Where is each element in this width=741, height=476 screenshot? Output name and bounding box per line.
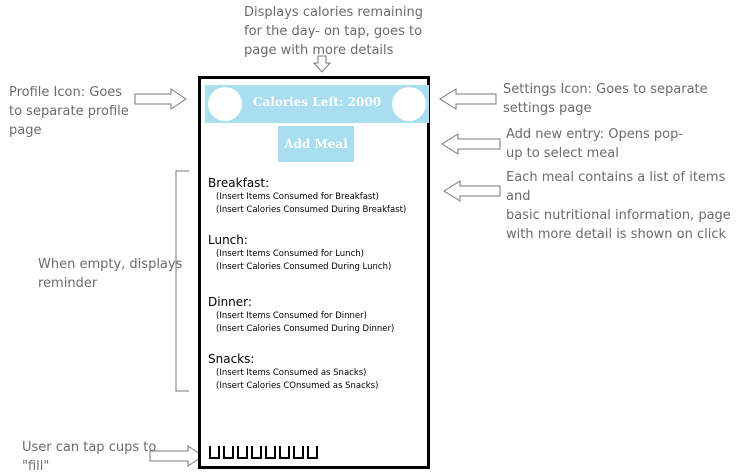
water-cup-icon[interactable] [307,446,318,459]
arrow-right-icon [149,445,204,467]
water-cup-icon[interactable] [223,446,234,459]
water-cup-icon[interactable] [237,446,248,459]
meal-title: Breakfast: [208,176,270,190]
water-cups [209,446,318,459]
arrow-left-icon [439,88,497,110]
meal-title: Snacks: [208,352,255,366]
meal-section-snacks[interactable]: Snacks: (Insert Items Consumed as Snacks… [208,351,378,392]
meal-title: Lunch: [208,233,248,247]
meal-calories: (Insert Calories COnsumed as Snacks) [216,380,379,391]
annotation-water-cups: User can tap cups to "fill" [22,440,157,474]
meal-items: (Insert Items Consumed for Breakfast) [216,192,379,202]
meal-list-bracket [175,170,189,392]
annotation-meal-detail: Each meal contains a list of items and b… [506,170,731,242]
profile-icon[interactable] [208,87,242,121]
calories-left-label[interactable]: Calories Left: 2000 [252,95,382,109]
arrow-right-icon [134,88,187,110]
annotation-calories-remaining: Displays calories remaining for the day-… [244,5,424,58]
water-cup-icon[interactable] [293,446,304,459]
annotation-empty-reminder: When empty, displays reminder [38,257,183,291]
meal-section-breakfast[interactable]: Breakfast: (Insert Items Consumed for Br… [208,175,406,216]
annotation-settings-icon: Settings Icon: Goes to separate settings… [503,82,708,116]
meal-items: (Insert Items Consumed for Lunch) [216,249,364,259]
water-cup-icon[interactable] [279,446,290,459]
water-cup-icon[interactable] [251,446,262,459]
annotation-add-entry: Add new entry: Opens pop- up to select m… [506,127,684,161]
arrow-left-icon [441,133,501,155]
water-cup-icon[interactable] [265,446,276,459]
meal-section-lunch[interactable]: Lunch: (Insert Items Consumed for Lunch)… [208,232,391,273]
add-meal-button[interactable]: Add Meal [278,126,354,162]
arrow-left-icon [443,180,501,202]
settings-icon[interactable] [392,87,426,121]
meal-title: Dinner: [208,295,252,309]
water-cup-icon[interactable] [209,446,220,459]
phone-frame: Calories Left: 2000 Add Meal Breakfast: … [198,76,430,469]
meal-items: (Insert Items Consumed as Snacks) [216,368,367,378]
annotation-profile-icon: Profile Icon: Goes to separate profile p… [9,85,129,138]
meal-calories: (Insert Calories Consumed During Dinner) [216,323,395,334]
meal-calories: (Insert Calories Consumed During Lunch) [216,261,392,272]
meal-section-dinner[interactable]: Dinner: (Insert Items Consumed for Dinne… [208,294,394,335]
meal-calories: (Insert Calories Consumed During Breakfa… [216,204,407,215]
arrow-down-icon [312,55,332,73]
header-bar: Calories Left: 2000 [205,85,429,123]
meal-items: (Insert Items Consumed for Dinner) [216,311,367,321]
